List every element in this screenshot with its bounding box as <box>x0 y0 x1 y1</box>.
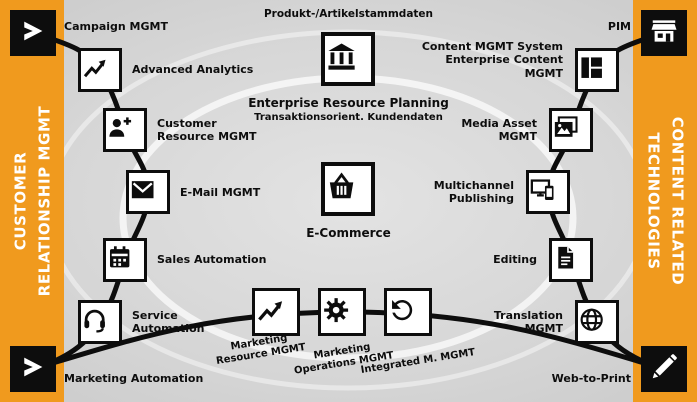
right-sidebar-title: CONTENT RELATED TECHNOLOGIES <box>633 0 697 402</box>
arrow-logo-icon <box>18 16 48 50</box>
advanced-analytics-node <box>78 48 122 92</box>
email-mgmt-label: E-Mail MGMT <box>180 186 261 199</box>
erp-title: Enterprise Resource Planning <box>248 96 449 110</box>
document-icon <box>552 244 590 275</box>
ecommerce-node <box>321 162 375 216</box>
gear-icon <box>321 295 363 329</box>
trend-arrow-icon <box>81 54 119 85</box>
pim-label: PIM <box>607 20 631 33</box>
storefront-icon <box>649 16 679 50</box>
arrow-logo-icon <box>18 352 48 386</box>
advanced-analytics-label: Advanced Analytics <box>132 63 254 76</box>
web-to-print-label: Web-to-Print <box>551 372 631 385</box>
left-sidebar-line2: RELATIONSHIP MGMT <box>35 105 54 297</box>
multichannel-publishing-label: Multichannel Publishing <box>433 179 514 206</box>
rotate-ccw-icon <box>387 295 429 329</box>
marketing-automation-node <box>10 346 56 392</box>
produkt-artikelstammdaten-caption: Produkt-/Artikelstammdaten <box>263 8 434 20</box>
erp-subtitle: Transaktionsorient. Kundendaten <box>254 112 443 123</box>
translation-mgmt-label: Translation MGMT <box>493 309 563 336</box>
calendar-icon <box>106 244 144 275</box>
right-sidebar-line2: TECHNOLOGIES <box>644 132 662 270</box>
campaign-mgmt-label: Campaign MGMT <box>64 20 168 33</box>
multichannel-publishing-node <box>526 170 570 214</box>
right-sidebar-line1: CONTENT RELATED <box>668 116 686 286</box>
left-sidebar-title: CUSTOMER RELATIONSHIP MGMT <box>0 0 64 402</box>
email-mgmt-node <box>126 170 170 214</box>
trend-arrow-icon <box>255 295 297 329</box>
editing-node <box>549 238 593 282</box>
sales-automation-node <box>103 238 147 282</box>
editing-label: Editing <box>493 253 537 266</box>
content-mgmt-system-label: Content MGMT System Enterprise Content M… <box>421 40 563 80</box>
translation-mgmt-node <box>575 300 619 344</box>
service-automation-node <box>78 300 122 344</box>
sales-automation-label: Sales Automation <box>157 253 267 266</box>
marketing-resource-mgmt-node <box>252 288 300 336</box>
basket-icon <box>325 170 371 207</box>
left-sidebar-line1: CUSTOMER <box>11 151 30 251</box>
globe-icon <box>578 306 616 337</box>
pencil-icon <box>649 352 679 386</box>
headset-icon <box>81 306 119 337</box>
integrated-m-mgmt-node <box>384 288 432 336</box>
service-automation-label: Service Automation <box>132 309 205 336</box>
envelope-icon <box>129 176 167 207</box>
erp-node <box>321 32 375 86</box>
marketing-operations-mgmt-node <box>318 288 366 336</box>
content-mgmt-system-node <box>575 48 619 92</box>
devices-icon <box>529 176 567 207</box>
web-to-print-node <box>641 346 687 392</box>
layout-grid-icon <box>578 54 616 85</box>
marketing-automation-label: Marketing Automation <box>64 372 204 385</box>
ecommerce-label: E-Commerce <box>306 226 391 240</box>
bank-icon <box>325 40 371 77</box>
